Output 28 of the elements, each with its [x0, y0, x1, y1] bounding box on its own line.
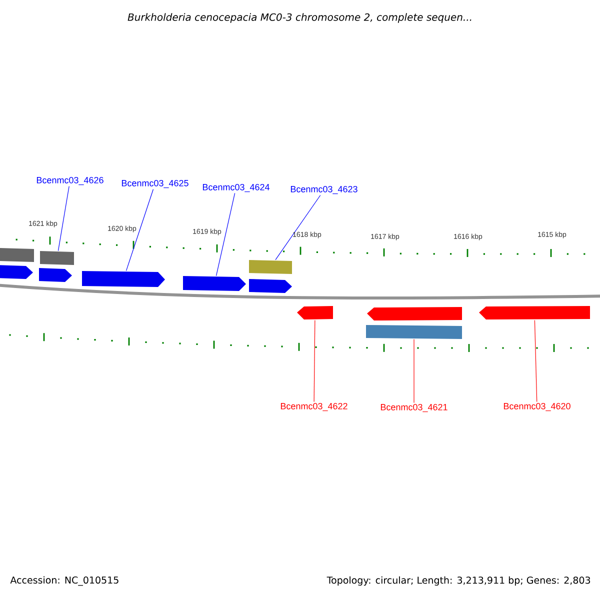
- leader-line: [126, 188, 154, 272]
- accession-text: Accession: NC_010515: [10, 576, 118, 586]
- gene-feature: [479, 306, 590, 320]
- gene-label: Bcenmc03_4622: [280, 402, 348, 412]
- gene-block: [366, 325, 462, 339]
- gene-label: Bcenmc03_4624: [202, 184, 270, 192]
- gene-feature: [367, 307, 462, 320]
- gene-label: Bcenmc03_4621: [380, 404, 448, 412]
- gene-feature: [82, 271, 165, 287]
- summary-text: Topology: circular; Length: 3,213,911 bp; Genes: 2,803: [326, 576, 590, 586]
- leader-line: [216, 192, 236, 276]
- gene-feature: [297, 306, 333, 320]
- gene-feature: [0, 265, 33, 279]
- gene-label: Bcenmc03_4620: [504, 402, 570, 412]
- gene-feature: [39, 268, 72, 282]
- gene-block: [0, 248, 34, 262]
- gene-block: [249, 260, 292, 274]
- leader-line: [58, 186, 70, 252]
- gene-label: Bcenmc03_4626: [36, 176, 104, 186]
- gene-block: [40, 251, 74, 265]
- leader-line: [534, 320, 538, 402]
- gene-feature: [249, 279, 292, 293]
- title: Burkholderia cenocepacia MC0-3 chromosome 2, complete sequen...: [128, 13, 472, 23]
- gene-feature: [183, 276, 246, 291]
- gene-label: Bcenmc03_4623: [290, 186, 358, 194]
- gene-label: Bcenmc03_4625: [122, 180, 188, 188]
- leader-line: [275, 194, 321, 260]
- leader-line: [314, 320, 316, 402]
